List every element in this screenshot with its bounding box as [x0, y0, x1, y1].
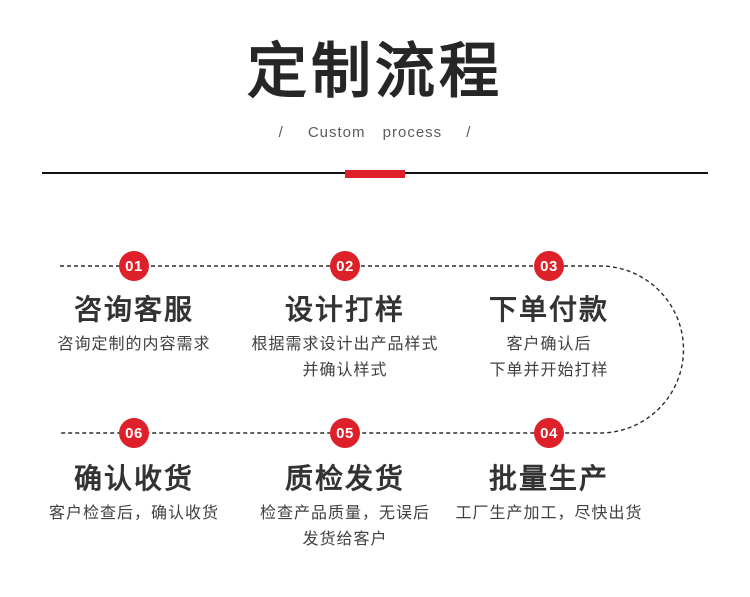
subtitle: / Custom process /	[0, 124, 750, 141]
step-number-badge-04: 04	[534, 418, 564, 448]
step-description: 根据需求设计出产品样式 并确认样式	[220, 332, 470, 384]
step-title: 质检发货	[284, 463, 405, 494]
step-desc-line: 检查产品质量，无误后	[259, 505, 430, 522]
step-desc-line: 客户检查后，确认收货	[48, 505, 219, 522]
step-number-badge-03: 03	[534, 251, 564, 281]
step-block-02: 设计打样 根据需求设计出产品样式 并确认样式	[220, 290, 470, 384]
step-desc-line: 根据需求设计出产品样式	[251, 336, 439, 353]
step-number-badge-01: 01	[119, 251, 149, 281]
step-desc-line: 工厂生产加工，尽快出货	[455, 505, 643, 522]
step-description: 客户检查后，确认收货	[9, 501, 259, 527]
step-desc-line: 发货给客户	[302, 531, 388, 548]
step-title: 下单付款	[488, 294, 609, 325]
step-number-badge-02: 02	[330, 251, 360, 281]
process-flow: 01 02 03 04 05 06 咨询客服 咨询定制的内容需求 设计打样 根据…	[0, 240, 750, 597]
subtitle-text: Custom process	[307, 124, 443, 141]
step-number-badge-06: 06	[119, 418, 149, 448]
step-description: 工厂生产加工，尽快出货	[424, 501, 674, 527]
subtitle-right-slash: /	[466, 124, 472, 141]
step-block-04: 批量生产 工厂生产加工，尽快出货	[424, 459, 674, 527]
step-desc-line: 客户确认后	[506, 336, 592, 353]
step-block-01: 咨询客服 咨询定制的内容需求	[9, 290, 259, 358]
step-description: 检查产品质量，无误后 发货给客户	[220, 501, 470, 553]
step-desc-line: 咨询定制的内容需求	[57, 336, 211, 353]
step-desc-line: 下单并开始打样	[489, 362, 609, 379]
step-desc-line: 并确认样式	[302, 362, 388, 379]
step-block-05: 质检发货 检查产品质量，无误后 发货给客户	[220, 459, 470, 553]
divider-line	[42, 170, 708, 178]
step-block-03: 下单付款 客户确认后 下单并开始打样	[424, 290, 674, 384]
step-description: 咨询定制的内容需求	[9, 332, 259, 358]
step-title: 设计打样	[284, 294, 405, 325]
step-block-06: 确认收货 客户检查后，确认收货	[9, 459, 259, 527]
step-title: 确认收货	[73, 463, 194, 494]
step-title: 批量生产	[488, 463, 609, 494]
page-title: 定制流程	[247, 38, 503, 105]
step-number-badge-05: 05	[330, 418, 360, 448]
subtitle-left-slash: /	[278, 124, 284, 141]
divider-accent-bar	[345, 170, 405, 178]
step-description: 客户确认后 下单并开始打样	[424, 332, 674, 384]
step-title: 咨询客服	[73, 294, 194, 325]
